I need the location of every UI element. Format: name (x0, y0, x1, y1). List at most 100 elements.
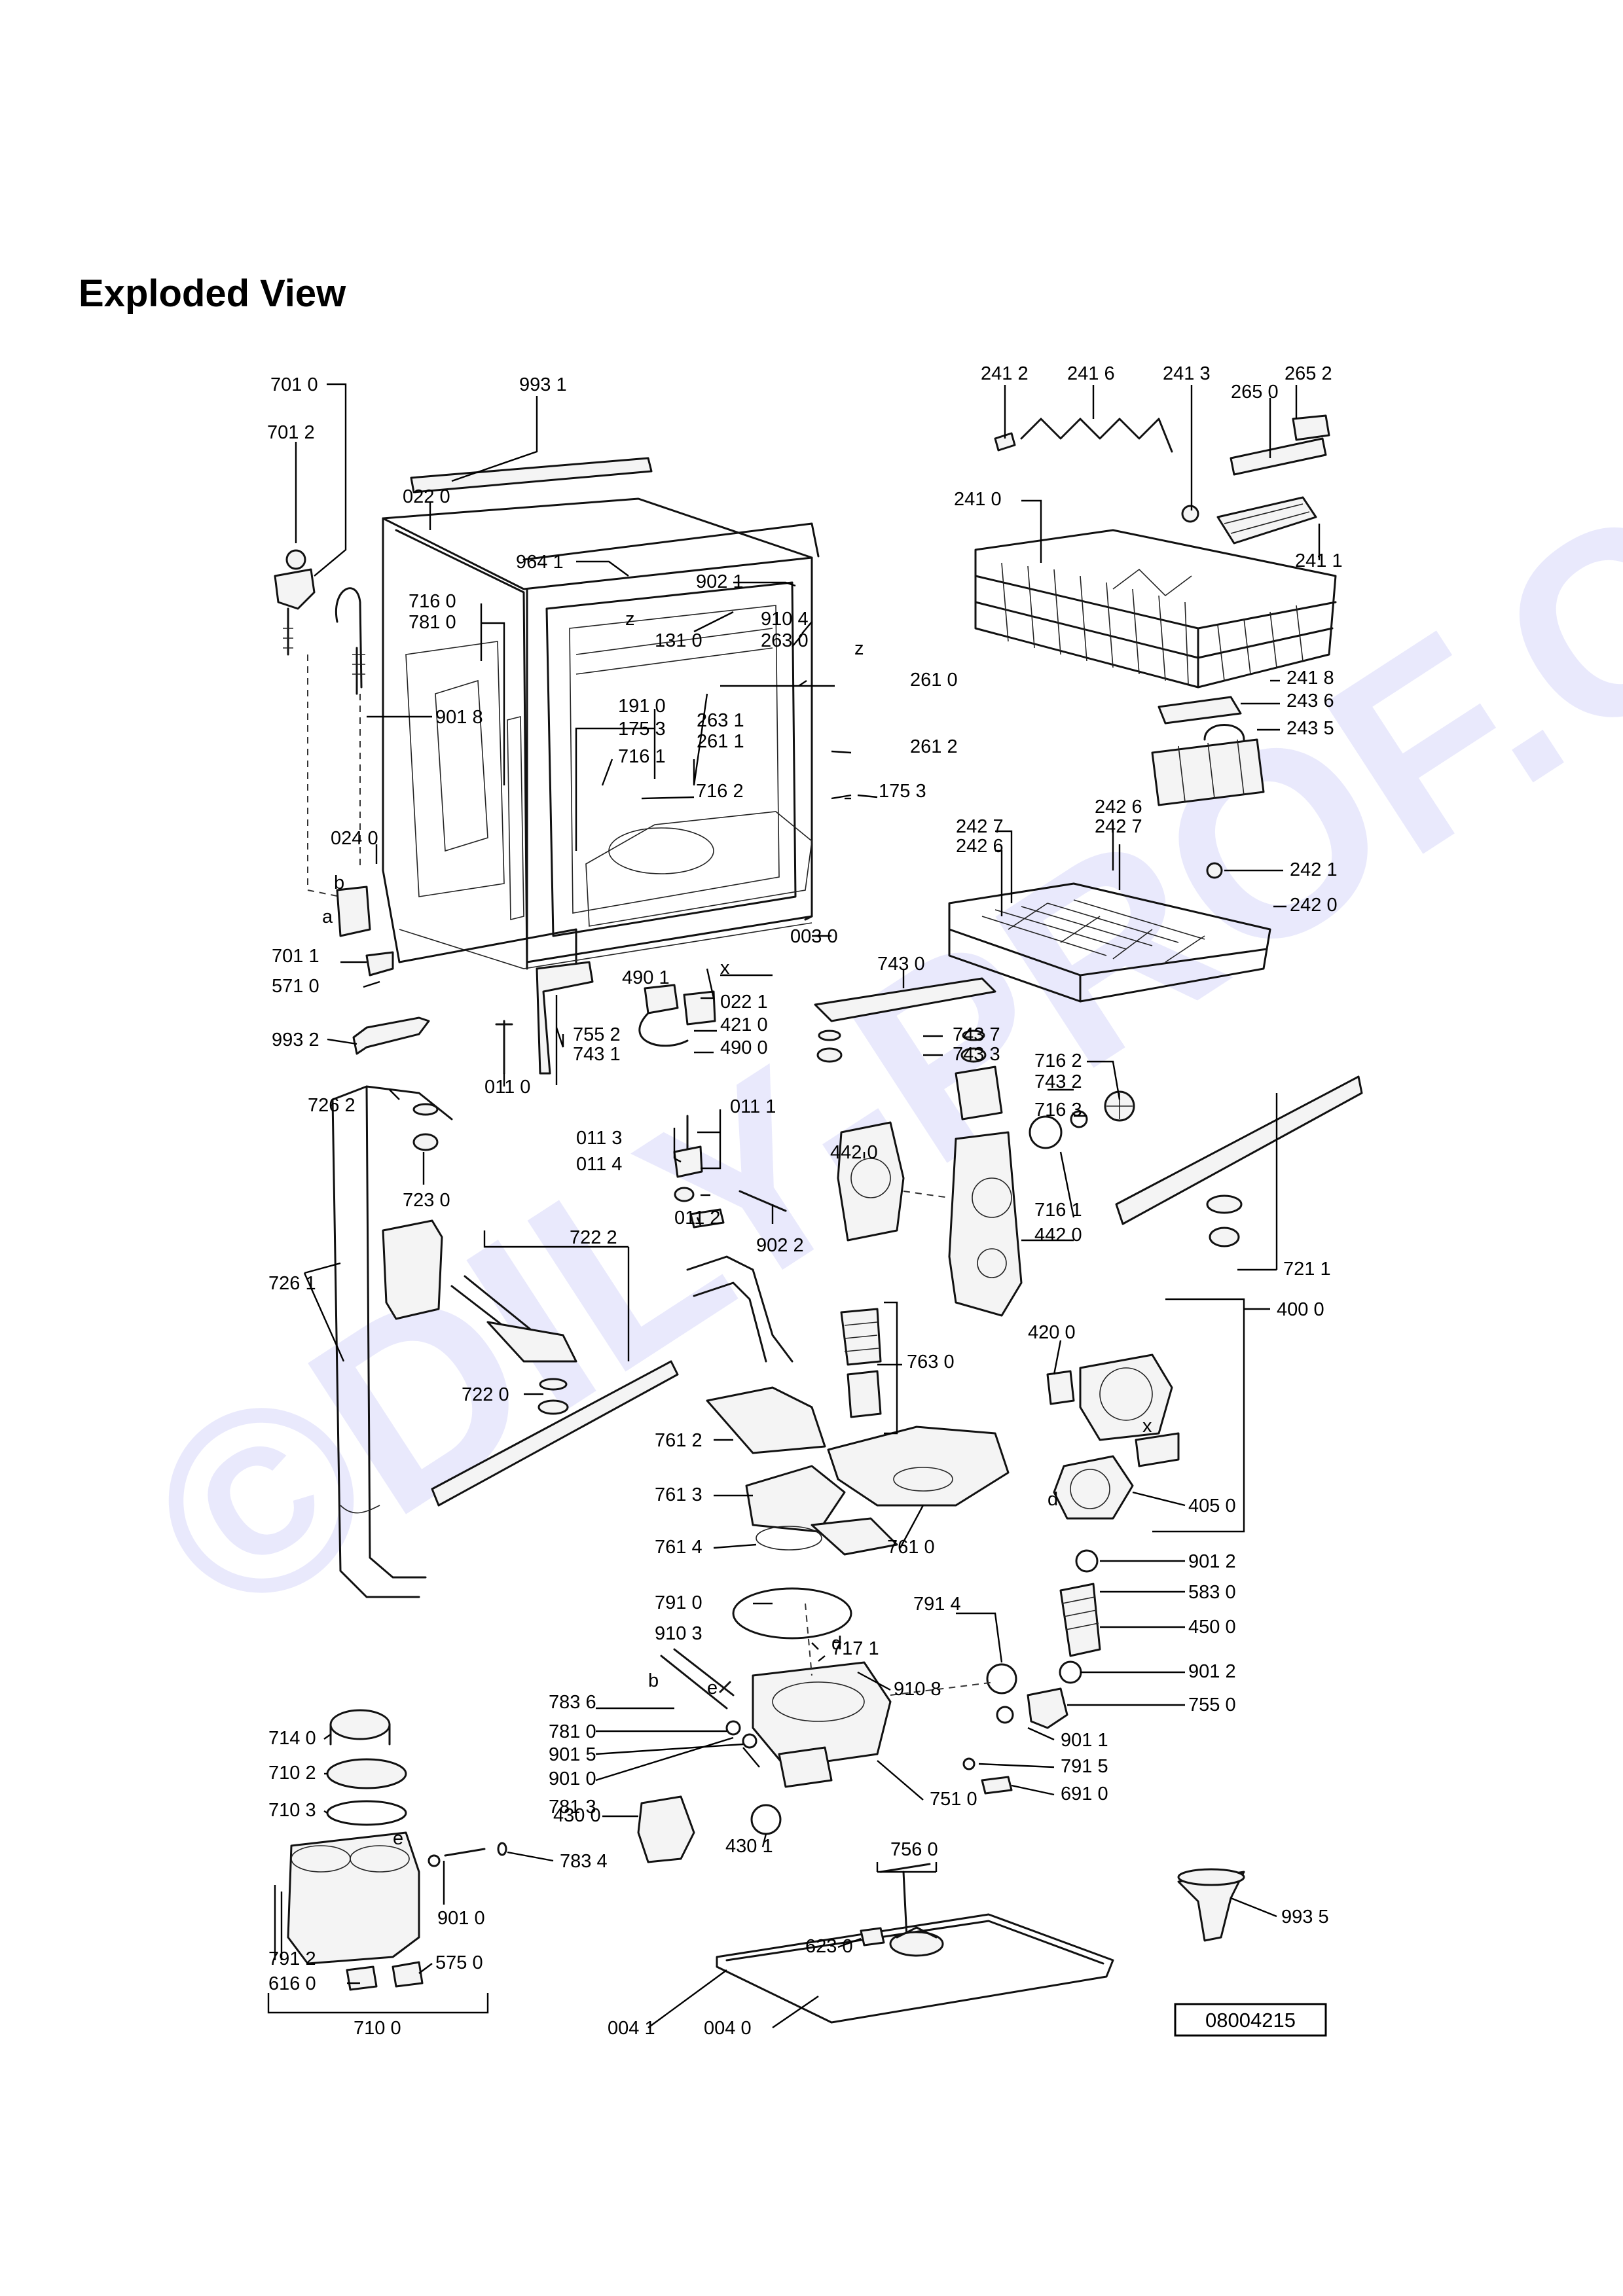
part-label: 011 1 (730, 1096, 776, 1117)
part-label: 024 0 (331, 828, 378, 849)
letter-marker: z (854, 638, 864, 659)
part-label: 701 1 (272, 946, 319, 967)
middle-spray-arm-part (431, 1360, 679, 1507)
letter-marker: x (720, 958, 730, 978)
part-label: 241 6 (1067, 363, 1115, 384)
part-label: 901 8 (435, 707, 483, 728)
part-label: 623 0 (805, 1936, 853, 1957)
letter-marker: b (648, 1670, 659, 1691)
pump-part (1046, 1354, 1180, 1520)
part-label: 241 3 (1163, 363, 1211, 384)
part-label: 761 3 (655, 1484, 702, 1505)
part-label: 405 0 (1188, 1496, 1236, 1516)
part-label: 242 7 (1095, 816, 1142, 837)
bracket-part (536, 961, 594, 1075)
part-label: 743 3 (953, 1044, 1000, 1065)
part-label: 421 0 (720, 1014, 768, 1035)
part-label: 716 1 (618, 746, 666, 767)
part-label: 242 6 (1095, 797, 1142, 817)
part-label: 901 2 (1188, 1661, 1236, 1682)
part-label: 691 0 (1061, 1784, 1108, 1804)
letter-marker: z (625, 609, 635, 630)
part-label: 743 0 (877, 954, 925, 975)
part-label: 450 0 (1188, 1617, 1236, 1638)
part-label: 003 0 (790, 926, 838, 947)
hose-holder-part (274, 549, 394, 977)
part-label: 442 0 (830, 1142, 878, 1163)
part-label: 575 0 (435, 1952, 483, 1973)
part-label: 701 2 (267, 422, 315, 443)
part-label: 901 2 (1188, 1551, 1236, 1572)
part-label: 241 8 (1286, 668, 1334, 689)
letter-marker: e (707, 1677, 718, 1698)
part-label: 910 4 (761, 609, 809, 630)
part-label: 726 1 (268, 1273, 316, 1294)
part-label: 420 0 (1028, 1322, 1076, 1343)
funnel-part (1177, 1871, 1245, 1942)
part-label: 761 4 (655, 1537, 702, 1558)
part-label: 791 4 (913, 1594, 961, 1615)
part-label: 261 1 (697, 731, 744, 752)
part-label: 716 1 (1034, 1200, 1082, 1221)
part-label: 710 2 (268, 1763, 316, 1784)
part-label: 993 1 (519, 374, 567, 395)
valve-part (637, 1795, 695, 1863)
part-label: 243 5 (1286, 718, 1334, 739)
part-label: 993 2 (272, 1030, 319, 1050)
part-label: 726 2 (308, 1095, 356, 1116)
part-label: 004 1 (608, 2018, 655, 2039)
part-label: 761 0 (887, 1537, 935, 1558)
part-label: 242 1 (1290, 859, 1338, 880)
part-label: 701 0 (270, 374, 318, 395)
letter-marker: d (831, 1633, 842, 1654)
part-label: 261 2 (910, 736, 958, 757)
part-label: 716 2 (1034, 1050, 1082, 1071)
leader-lines (267, 383, 1321, 2028)
part-label: 175 3 (879, 781, 926, 802)
part-label: 571 0 (272, 976, 319, 997)
part-label: 241 1 (1295, 550, 1343, 571)
part-label: 011 3 (576, 1128, 622, 1149)
part-label: 265 2 (1285, 363, 1332, 384)
part-label: 743 1 (573, 1044, 621, 1065)
part-label: 964 1 (516, 552, 564, 573)
drawing-number: 08004215 (1205, 2009, 1296, 2032)
part-label: 721 1 (1283, 1259, 1331, 1280)
part-label: 781 3 (549, 1797, 596, 1818)
part-label: 993 5 (1281, 1907, 1329, 1928)
part-label: 261 0 (910, 670, 958, 691)
part-label: 710 0 (354, 2018, 401, 2039)
part-label: 743 2 (1034, 1071, 1082, 1092)
part-label: 243 6 (1286, 691, 1334, 711)
part-label: 901 0 (437, 1908, 485, 1929)
upper-spray-arm-part (814, 977, 996, 1022)
parts-layer (274, 414, 1363, 2024)
lower-spray-arm-part (1115, 1075, 1363, 1225)
water-pipe-part (955, 1066, 1003, 1121)
sump-part (732, 1587, 996, 1788)
part-label: 242 6 (956, 836, 1004, 857)
part-label: 616 0 (268, 1973, 316, 1994)
part-label: 004 0 (704, 2018, 752, 2039)
flat-filter-part (827, 1426, 1010, 1507)
part-label: 755 0 (1188, 1695, 1236, 1715)
part-label: 716 0 (409, 591, 456, 612)
part-label: 490 1 (622, 967, 670, 988)
circulation-tube-part (686, 1255, 793, 1363)
part-label: 763 0 (907, 1352, 955, 1372)
part-label: 761 2 (655, 1430, 702, 1451)
part-label: 191 0 (618, 696, 666, 717)
part-label: 751 0 (930, 1789, 977, 1810)
letter-marker: d (1048, 1489, 1058, 1510)
part-label: 755 2 (573, 1024, 621, 1045)
part-label: 716 2 (696, 781, 744, 802)
part-label: 263 0 (761, 630, 809, 651)
letter-markers: z z b a x x d e e b d (322, 609, 1152, 1849)
part-label: 910 3 (655, 1623, 702, 1644)
part-label: 490 0 (720, 1037, 768, 1058)
part-label: 901 5 (549, 1744, 596, 1765)
part-label: 901 0 (549, 1768, 596, 1789)
part-label: 241 2 (981, 363, 1029, 384)
part-label: 022 1 (720, 992, 768, 1013)
